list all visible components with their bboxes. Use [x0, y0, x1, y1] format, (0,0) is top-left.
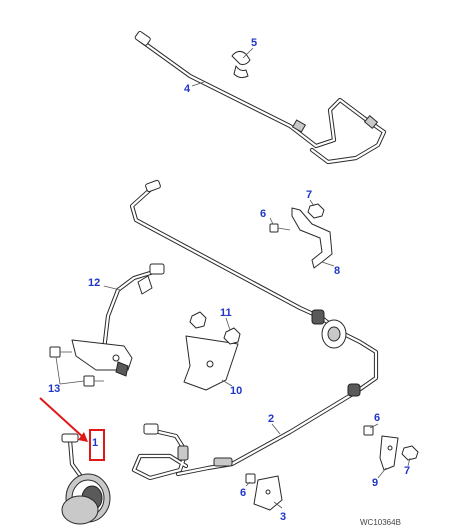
bracket-3[interactable] [253, 475, 283, 511]
leader-lines [55, 47, 411, 509]
callout-3: 3 [280, 511, 286, 523]
bracket-10[interactable] [183, 335, 239, 391]
callouts: 1 2 3 4 5 6 6 6 7 7 8 9 10 11 12 13 [48, 37, 410, 523]
highlight-arrow [39, 397, 88, 442]
highlight-box [89, 429, 105, 461]
nut-11a[interactable] [189, 311, 207, 329]
drawing-reference: WC10364B [360, 518, 401, 527]
callout-7-right: 7 [404, 465, 410, 477]
main-clutch-pipe[interactable] [129, 179, 379, 477]
callout-5: 5 [251, 37, 257, 49]
callout-11: 11 [220, 307, 232, 319]
callout-2: 2 [268, 413, 274, 425]
callout-12: 12 [88, 277, 100, 289]
callout-6-bottom: 6 [240, 487, 246, 499]
callout-8: 8 [334, 265, 340, 277]
bleed-bracket[interactable] [71, 339, 133, 377]
nut-7-right[interactable] [401, 445, 419, 461]
callout-4: 4 [184, 83, 191, 95]
callout-9: 9 [372, 477, 378, 489]
upper-clutch-pipe[interactable] [134, 30, 387, 165]
bolt-6-upper[interactable] [269, 223, 291, 233]
coiled-hose-assembly[interactable] [131, 423, 189, 481]
bolt-13a[interactable] [49, 346, 72, 358]
callout-6-upper: 6 [260, 208, 266, 220]
callout-10: 10 [230, 385, 242, 397]
concentric-slave-cylinder[interactable] [61, 433, 111, 525]
nut-11b[interactable] [223, 327, 241, 345]
bleed-pipe[interactable] [101, 263, 165, 353]
bracket-8[interactable] [291, 207, 333, 269]
bracket-9[interactable] [379, 435, 399, 471]
bolt-6-right[interactable] [363, 425, 374, 436]
pipe-clip[interactable] [231, 50, 251, 79]
callout-13: 13 [48, 383, 60, 395]
bolt-13b[interactable] [83, 375, 104, 387]
callout-1: 1 [92, 437, 98, 449]
nut-7-upper[interactable] [307, 203, 325, 219]
callout-7-upper: 7 [306, 189, 312, 201]
callout-6-right: 6 [374, 412, 380, 424]
bolt-6-bottom[interactable] [245, 473, 256, 484]
